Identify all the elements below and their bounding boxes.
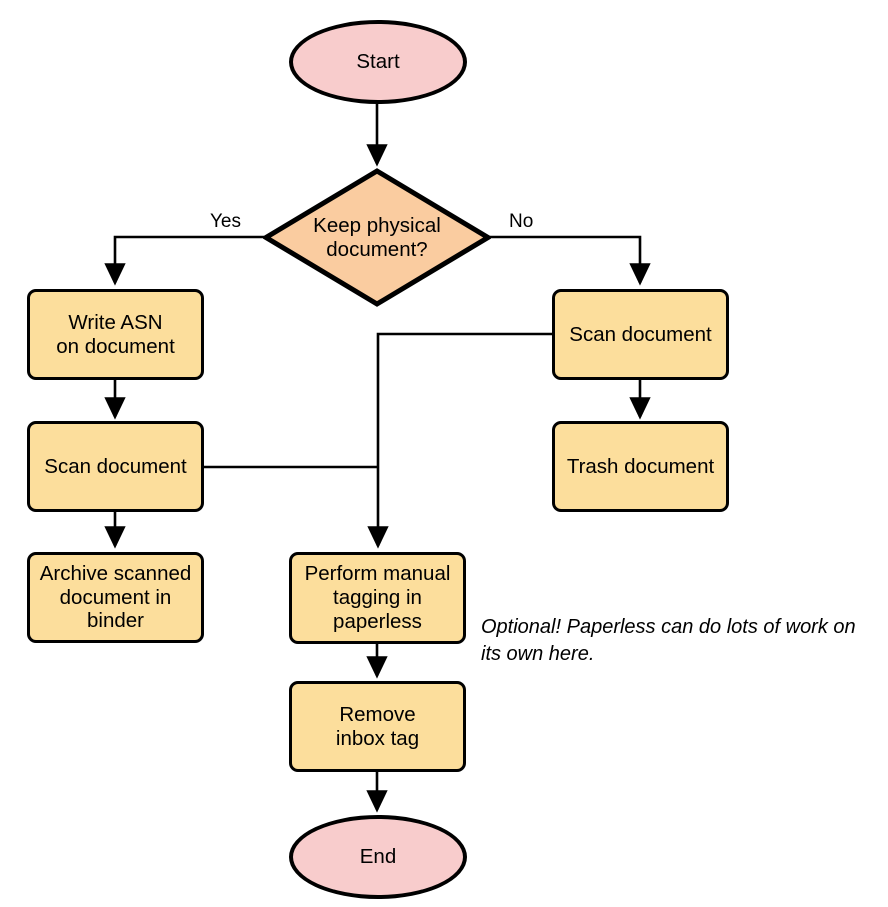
edge-decision-yes-to-write-asn <box>104 235 264 286</box>
node-write-asn-on-document[interactable]: Write ASN on document <box>27 289 204 380</box>
edge-decision-no-to-scan-right <box>490 235 651 286</box>
edge-label-no-text: No <box>509 211 534 232</box>
node-start-label: Start <box>356 50 400 74</box>
diamond-shape-icon <box>263 168 491 307</box>
annotation-optional-note: Optional! Paperless can do lots of work … <box>481 588 881 667</box>
node-write-asn-label: Write ASN on document <box>56 310 175 358</box>
node-end[interactable]: End <box>289 815 467 899</box>
annotation-optional-note-text: Optional! Paperless can do lots of work … <box>481 616 856 665</box>
node-decision-keep-physical-document[interactable]: Keep physical document? <box>263 168 491 307</box>
node-scan-document-right[interactable]: Scan document <box>552 289 729 380</box>
node-trash-document[interactable]: Trash document <box>552 421 729 512</box>
edge-scan-right-to-tagging <box>367 332 552 549</box>
node-start[interactable]: Start <box>289 20 467 104</box>
node-tagging-label: Perform manual tagging in paperless <box>304 562 451 633</box>
node-trash-document-label: Trash document <box>566 454 715 478</box>
node-scan-document-left[interactable]: Scan document <box>27 421 204 512</box>
edge-label-yes-text: Yes <box>210 211 241 232</box>
node-scan-document-right-label: Scan document <box>569 322 712 346</box>
node-end-label: End <box>359 845 397 869</box>
node-remove-inbox-label: Remove inbox tag <box>335 702 420 750</box>
node-perform-manual-tagging[interactable]: Perform manual tagging in paperless <box>289 552 466 644</box>
edge-label-yes: Yes <box>210 211 241 233</box>
node-archive-scanned-document[interactable]: Archive scanned document in binder <box>27 552 204 643</box>
node-archive-label: Archive scanned document in binder <box>39 561 192 633</box>
node-decision-label: Keep physical document? <box>313 213 441 261</box>
node-scan-document-left-label: Scan document <box>44 454 187 478</box>
node-remove-inbox-tag[interactable]: Remove inbox tag <box>289 681 466 772</box>
edge-label-no: No <box>509 211 533 233</box>
